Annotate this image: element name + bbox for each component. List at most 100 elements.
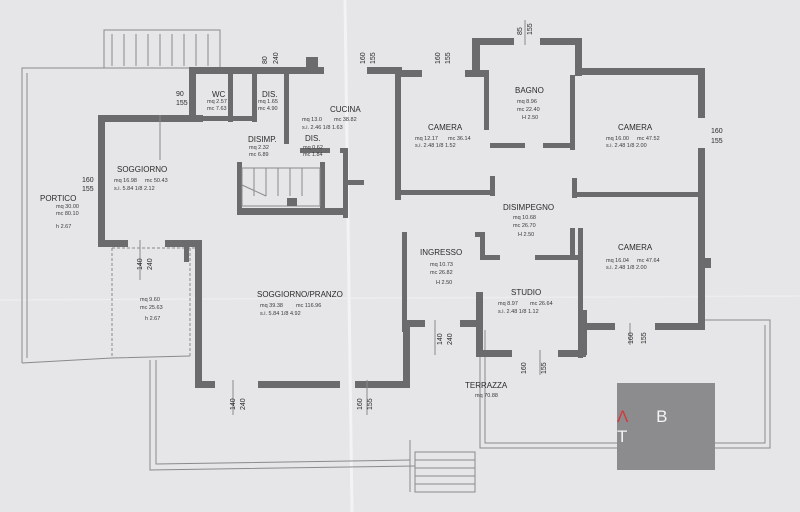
- svg-text:155: 155: [370, 52, 377, 64]
- svg-text:90: 90: [176, 91, 184, 98]
- svg-text:mc 7.63: mc 7.63: [207, 106, 227, 112]
- room-camera-1: CAMERA mq 12.17 mc 36.14 s.i. 2.48 1/8 1…: [415, 123, 471, 149]
- svg-text:mq 2.57: mq 2.57: [207, 99, 227, 105]
- svg-text:mq 16.00: mq 16.00: [606, 136, 629, 142]
- inner-stairs: [241, 167, 321, 207]
- logo-text: Λ B T: [617, 406, 680, 446]
- svg-text:mc 26.64: mc 26.64: [530, 301, 553, 307]
- svg-text:mq 8.96: mq 8.96: [517, 99, 537, 105]
- opening-90-155: 90 155: [176, 91, 188, 107]
- walls: [98, 38, 711, 388]
- svg-text:H 2.50: H 2.50: [436, 280, 452, 286]
- room-ingresso: INGRESSO mq 10.73 mc 26.82 H 2.50: [420, 248, 462, 286]
- svg-text:mc 6.89: mc 6.89: [249, 152, 269, 158]
- svg-text:mq 12.17: mq 12.17: [415, 136, 438, 142]
- svg-text:mq 16.04: mq 16.04: [606, 258, 629, 264]
- svg-text:mq 8.97: mq 8.97: [498, 301, 518, 307]
- svg-text:mc 4.90: mc 4.90: [258, 106, 278, 112]
- dimension-ticks: [139, 20, 631, 415]
- svg-text:mc 36.14: mc 36.14: [448, 136, 471, 142]
- svg-text:155: 155: [367, 398, 374, 410]
- svg-text:160: 160: [711, 128, 723, 135]
- opening-160-155-camera2: 160 155: [711, 128, 723, 145]
- svg-text:s.i. 2.48 1/8 2.00: s.i. 2.48 1/8 2.00: [606, 265, 647, 271]
- opening-160-155-camera3: 160 155: [628, 332, 648, 344]
- svg-text:PORTICO: PORTICO: [40, 194, 76, 203]
- svg-text:mq 1.65: mq 1.65: [258, 99, 278, 105]
- svg-text:mq 10.68: mq 10.68: [513, 215, 536, 221]
- svg-text:H 2.50: H 2.50: [518, 232, 534, 238]
- svg-text:mc 47.64: mc 47.64: [637, 258, 660, 264]
- opening-160-155-kitchen: 160 155: [360, 52, 377, 64]
- svg-text:mq 2.32: mq 2.32: [249, 145, 269, 151]
- svg-text:mc 80.10: mc 80.10: [56, 211, 79, 217]
- svg-text:mq 30.00: mq 30.00: [56, 204, 79, 210]
- svg-text:240: 240: [273, 52, 280, 64]
- svg-text:mc 25.63: mc 25.63: [140, 305, 163, 311]
- room-wc: WC mq 2.57 mc 7.63: [207, 90, 227, 112]
- svg-text:s.i. 5.84 1/8 2.12: s.i. 5.84 1/8 2.12: [114, 186, 155, 192]
- svg-text:INGRESSO: INGRESSO: [420, 248, 462, 257]
- svg-text:155: 155: [641, 332, 648, 344]
- room-portico-side: mq 9.60 mc 25.63 h 2.67: [140, 297, 163, 322]
- room-terrazza: TERRAZZA mq 70.88: [465, 381, 508, 399]
- svg-text:140: 140: [437, 333, 444, 345]
- opening-80-240: 80 240: [262, 52, 280, 64]
- svg-text:DIS.: DIS.: [262, 90, 278, 99]
- svg-text:mq 70.88: mq 70.88: [475, 393, 498, 399]
- opening-140-240-bottom: 140 240: [230, 398, 247, 410]
- svg-text:80: 80: [262, 56, 269, 64]
- svg-text:mc 26.82: mc 26.82: [430, 270, 453, 276]
- svg-text:mc 47.52: mc 47.52: [637, 136, 660, 142]
- room-camera-2: CAMERA mq 16.00 mc 47.52 s.i. 2.48 1/8 2…: [606, 123, 660, 149]
- top-stairs: [103, 29, 221, 69]
- svg-text:SOGGIORNO: SOGGIORNO: [117, 165, 167, 174]
- svg-text:160: 160: [360, 52, 367, 64]
- svg-text:WC: WC: [212, 90, 226, 99]
- svg-text:DISIMP.: DISIMP.: [248, 135, 277, 144]
- svg-text:STUDIO: STUDIO: [511, 288, 541, 297]
- svg-text:155: 155: [541, 362, 548, 374]
- svg-text:CAMERA: CAMERA: [618, 123, 653, 132]
- svg-text:DIS.: DIS.: [305, 134, 321, 143]
- room-camera-3: CAMERA mq 16.04 mc 47.64 s.i. 2.48 1/8 2…: [606, 243, 660, 271]
- svg-text:s.i. 2.48 1/8 1.52: s.i. 2.48 1/8 1.52: [415, 143, 456, 149]
- svg-text:SOGGIORNO/PRANZO: SOGGIORNO/PRANZO: [257, 290, 343, 299]
- svg-text:mq 16.98: mq 16.98: [114, 178, 137, 184]
- svg-text:85: 85: [517, 27, 524, 35]
- opening-140-240-side: 140 240: [137, 258, 154, 270]
- svg-text:s.i. 5.84 1/8 4.92: s.i. 5.84 1/8 4.92: [260, 311, 301, 317]
- room-soggiorno: SOGGIORNO mq 16.98 mc 50.43 s.i. 5.84 1/…: [114, 165, 168, 192]
- svg-text:160: 160: [628, 332, 635, 344]
- svg-text:160: 160: [435, 52, 442, 64]
- svg-text:160: 160: [82, 177, 94, 184]
- svg-text:240: 240: [240, 398, 247, 410]
- svg-text:H 2.50: H 2.50: [522, 115, 538, 121]
- opening-160-155-studio: 160 155: [521, 362, 548, 374]
- room-dis-1: DIS. mq 1.65 mc 4.90: [258, 90, 278, 112]
- opening-85-155: 85 155: [517, 23, 534, 35]
- room-bagno: BAGNO mq 8.96 mc 22.40 H 2.50: [515, 86, 544, 121]
- svg-text:mc 22.40: mc 22.40: [517, 107, 540, 113]
- svg-text:140: 140: [230, 398, 237, 410]
- svg-text:140: 140: [137, 258, 144, 270]
- svg-text:155: 155: [711, 138, 723, 145]
- svg-text:TERRAZZA: TERRAZZA: [465, 381, 508, 390]
- room-studio: STUDIO mq 8.97 mc 26.64 s.i. 2.48 1/8 1.…: [498, 288, 553, 315]
- svg-text:155: 155: [527, 23, 534, 35]
- svg-text:s.i. 2.46 1/8 1.63: s.i. 2.46 1/8 1.63: [302, 125, 343, 131]
- svg-text:BAGNO: BAGNO: [515, 86, 544, 95]
- room-portico: PORTICO mq 30.00 mc 80.10 h 2.67: [40, 194, 79, 230]
- portico-outline: [21, 67, 195, 364]
- svg-text:s.i. 2.48 1/8 1.12: s.i. 2.48 1/8 1.12: [498, 309, 539, 315]
- svg-text:mq 39.38: mq 39.38: [260, 303, 283, 309]
- opening-140-240-ingresso: 140 240: [437, 333, 454, 345]
- opening-160-155-bottom: 160 155: [357, 398, 374, 410]
- svg-text:DISIMPEGNO: DISIMPEGNO: [503, 203, 554, 212]
- opening-160-155-camera1: 160 155: [435, 52, 452, 64]
- svg-text:CAMERA: CAMERA: [428, 123, 463, 132]
- svg-text:mc 1.84: mc 1.84: [303, 152, 323, 158]
- svg-text:160: 160: [357, 398, 364, 410]
- opening-160-155-soggiorno: 160 155: [82, 177, 94, 193]
